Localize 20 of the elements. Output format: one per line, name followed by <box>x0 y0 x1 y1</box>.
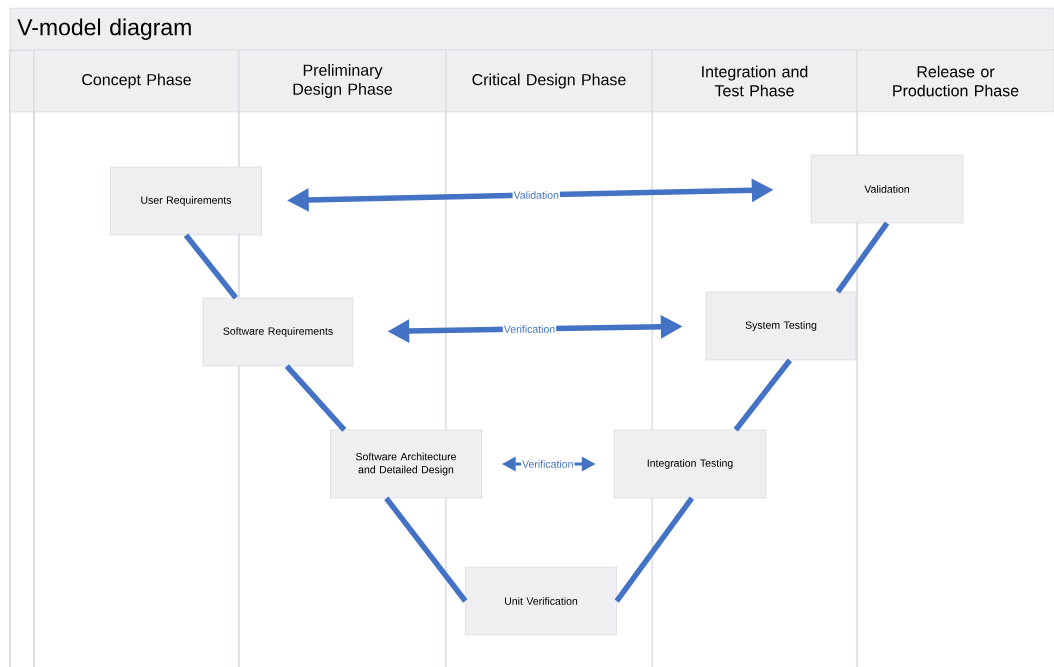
process-box: Validation <box>810 154 964 224</box>
connector-line <box>183 233 238 300</box>
connector-line <box>384 496 468 603</box>
process-box: Software Architecture and Detailed Design <box>330 429 482 499</box>
process-box: Unit Verification <box>465 566 617 636</box>
process-box: Software Requirements <box>202 297 354 367</box>
edge-label: Verification <box>502 324 557 334</box>
process-box: User Requirements <box>110 166 262 236</box>
lane-header: Preliminary Design Phase <box>238 49 447 113</box>
lane-header: Integration and Test Phase <box>651 49 858 113</box>
process-box: System Testing <box>705 291 857 361</box>
lane-header: Release or Production Phase <box>856 49 1054 113</box>
connector-line <box>284 364 347 432</box>
edge-label: Verification <box>521 459 575 469</box>
process-box: Integration Testing <box>613 429 767 499</box>
connector-line <box>835 221 890 294</box>
lane-header: Critical Design Phase <box>445 49 653 113</box>
edge-label: Validation <box>512 190 560 200</box>
connector-line <box>614 496 695 603</box>
connector-line <box>733 358 792 432</box>
